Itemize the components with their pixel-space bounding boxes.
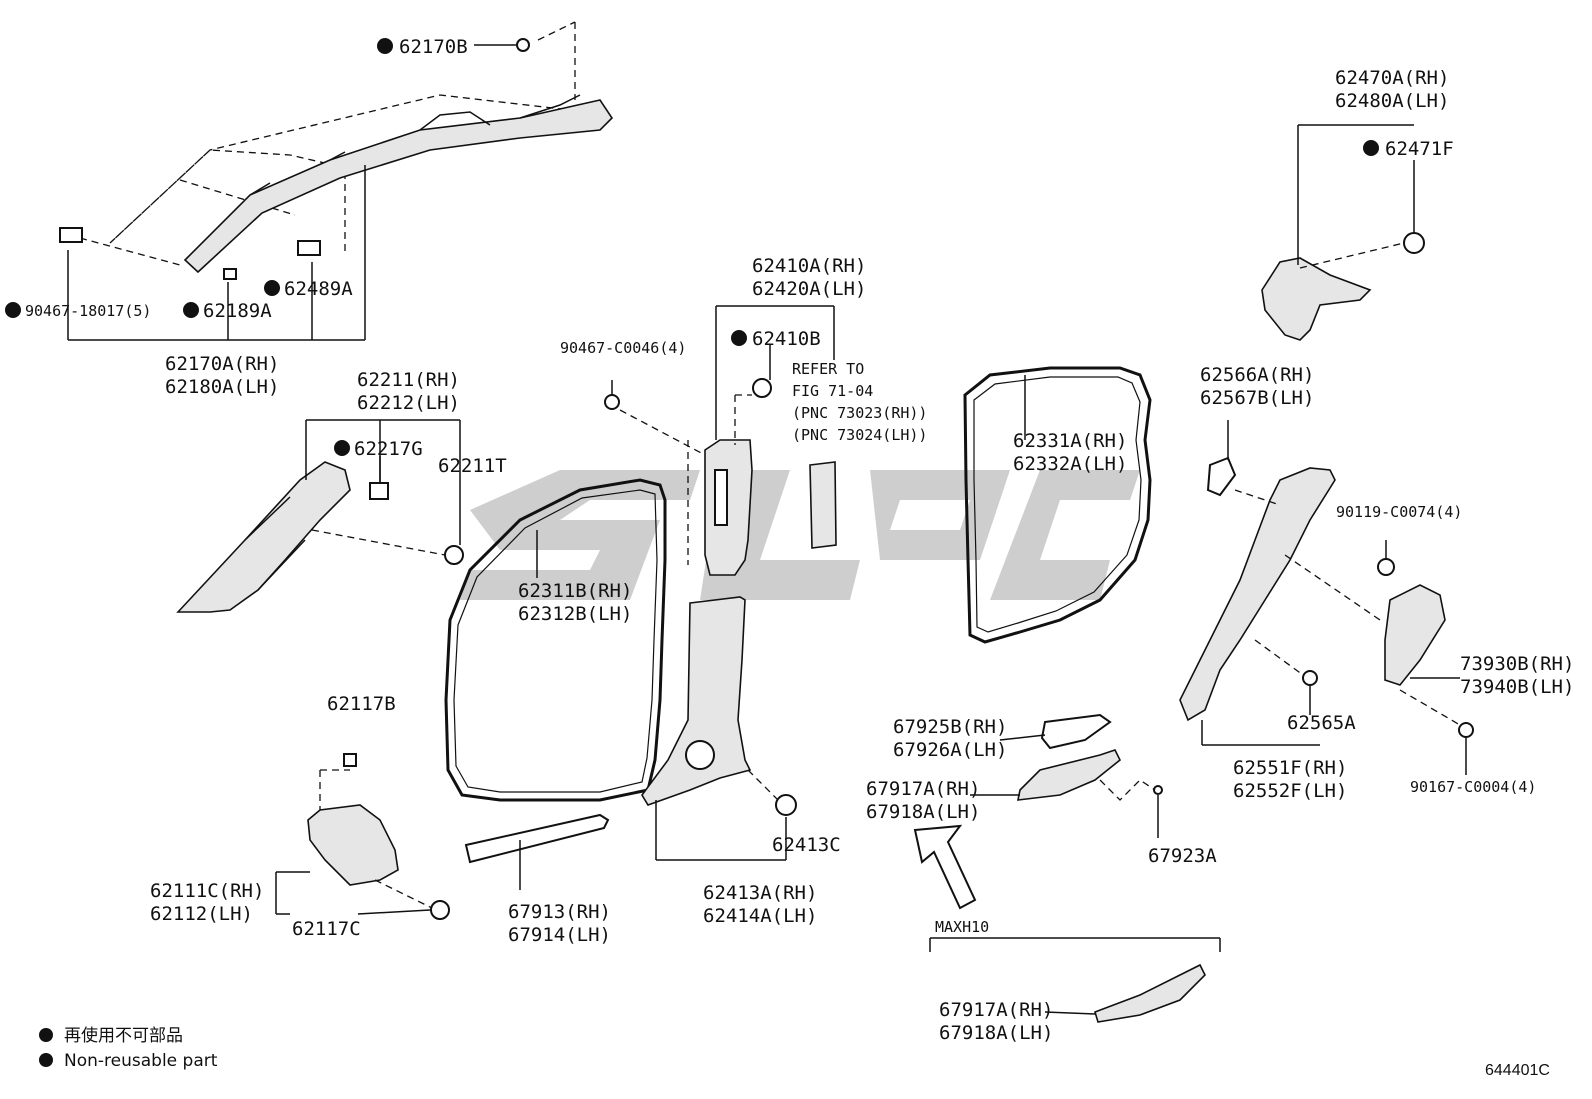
label-refer-3: (PNC 73023(RH)) <box>792 404 927 422</box>
label-90167-C0004: 90167-C0004(4) <box>1410 778 1536 796</box>
front-scuff-plate <box>464 813 610 890</box>
label-67918A-lh-2: 67918A(LH) <box>939 1022 1053 1044</box>
label-62217G: 62217G <box>354 438 423 460</box>
label-62211T: 62211T <box>438 455 507 477</box>
label-73940B-lh: 73940B(LH) <box>1460 676 1574 698</box>
label-refer-2: FIG 71-04 <box>792 382 873 400</box>
clip-icon <box>1302 670 1318 686</box>
label-maxh10: MAXH10 <box>935 918 989 936</box>
part-labels: 62170B 90467-18017(5) 62189A 62489A 6217… <box>25 36 1574 1044</box>
front-door-weatherstrip <box>444 478 667 802</box>
label-67917A-rh-2: 67917A(RH) <box>939 999 1053 1021</box>
label-62410B: 62410B <box>752 328 821 350</box>
label-67914-lh: 67914(LH) <box>508 924 611 946</box>
clip-icon <box>1153 785 1163 795</box>
label-refer-1: REFER TO <box>792 360 864 378</box>
label-62117C: 62117C <box>292 918 361 940</box>
label-62413C: 62413C <box>772 834 841 856</box>
label-67923A: 67923A <box>1148 845 1217 867</box>
seatbelt-anchor-icon <box>685 740 715 770</box>
bolt-icon <box>1377 558 1395 576</box>
label-62212-lh: 62212(LH) <box>357 392 460 414</box>
legend-non-reusable-cn: 再使用不可部品 <box>64 1025 183 1046</box>
label-62332A-lh: 62332A(LH) <box>1013 453 1127 475</box>
label-62489A: 62489A <box>284 278 353 300</box>
label-67918A-lh: 67918A(LH) <box>866 801 980 823</box>
non-reusable-markers <box>5 38 1379 1067</box>
label-62117B: 62117B <box>327 693 396 715</box>
label-62112-lh: 62112(LH) <box>150 903 253 925</box>
rear-scuff-plates <box>913 713 1221 1023</box>
legend-non-reusable-en: Non-reusable part <box>64 1051 218 1071</box>
label-62471F: 62471F <box>1385 138 1454 160</box>
label-62552F-lh: 62552F(LH) <box>1233 780 1347 802</box>
label-62111C-rh: 62111C(RH) <box>150 880 264 902</box>
rear-door-weatherstrip <box>963 366 1152 644</box>
label-62414A-lh: 62414A(LH) <box>703 905 817 927</box>
label-refer-4: (PNC 73024(LH)) <box>792 426 927 444</box>
clip-icon <box>297 240 321 256</box>
label-62311B-rh: 62311B(RH) <box>518 580 632 602</box>
label-62551F-rh: 62551F(RH) <box>1233 757 1347 779</box>
label-62566A-rh: 62566A(RH) <box>1200 364 1314 386</box>
quarter-trim-panel <box>1179 420 1474 775</box>
bolt-icon <box>604 394 620 410</box>
bolt-icon <box>516 38 530 52</box>
legend: 再使用不可部品 Non-reusable part <box>64 1025 218 1071</box>
bolt-icon <box>1458 722 1474 738</box>
label-62470A-rh: 62470A(RH) <box>1335 67 1449 89</box>
label-90467-18017: 90467-18017(5) <box>25 302 151 320</box>
label-62413A-rh: 62413A(RH) <box>703 882 817 904</box>
label-62189A: 62189A <box>203 300 272 322</box>
label-62211-rh: 62211(RH) <box>357 369 460 391</box>
clip-icon <box>752 378 772 398</box>
view-arrow-icon <box>913 824 977 910</box>
label-62170B: 62170B <box>399 36 468 58</box>
front-pillar-garnish <box>176 419 464 613</box>
label-67926A-lh: 67926A(LH) <box>893 739 1007 761</box>
clip-icon <box>444 545 464 565</box>
label-67917A-rh: 67917A(RH) <box>866 778 980 800</box>
figure-code: 644401C <box>1485 1062 1550 1079</box>
label-62410A-rh: 62410A(RH) <box>752 255 866 277</box>
clip-icon <box>775 794 797 816</box>
clip-icon <box>223 268 237 280</box>
clip-icon <box>343 753 357 767</box>
label-90119-C0074: 90119-C0074(4) <box>1336 503 1462 521</box>
center-pillar-upper-garnish <box>604 305 837 576</box>
label-62567B-lh: 62567B(LH) <box>1200 387 1314 409</box>
label-62420A-lh: 62420A(LH) <box>752 278 866 300</box>
slot-icon <box>714 469 728 526</box>
clip-icon <box>1403 232 1425 254</box>
roof-rail-airbag-assembly <box>59 21 614 341</box>
label-62312B-lh: 62312B(LH) <box>518 603 632 625</box>
label-67913-rh: 67913(RH) <box>508 901 611 923</box>
center-pillar-lower-garnish <box>641 596 797 861</box>
label-62331A-rh: 62331A(RH) <box>1013 430 1127 452</box>
label-62180A-lh: 62180A(LH) <box>165 376 279 398</box>
clip-icon <box>59 227 83 243</box>
clip-icon <box>369 482 389 500</box>
label-62170A-rh: 62170A(RH) <box>165 353 279 375</box>
cowl-side-trim <box>275 753 450 920</box>
label-62480A-lh: 62480A(LH) <box>1335 90 1449 112</box>
clip-icon <box>430 900 450 920</box>
quarter-pillar-garnish <box>1261 124 1425 341</box>
label-62565A: 62565A <box>1287 712 1356 734</box>
label-73930B-rh: 73930B(RH) <box>1460 653 1574 675</box>
label-67925B-rh: 67925B(RH) <box>893 716 1007 738</box>
label-90467-C0046: 90467-C0046(4) <box>560 339 686 357</box>
